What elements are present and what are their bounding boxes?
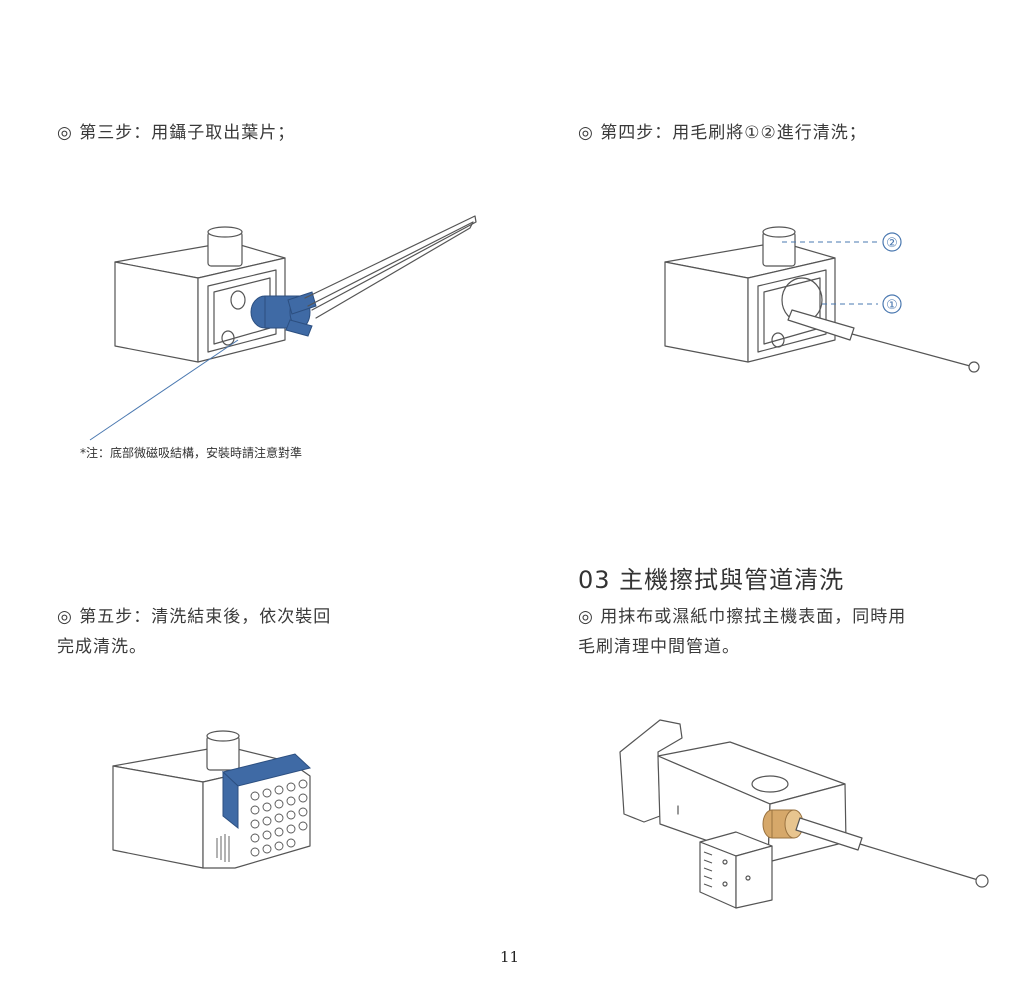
step5-illustration bbox=[112, 730, 312, 869]
step3-illustration bbox=[89, 215, 477, 441]
section03-illustration bbox=[619, 719, 989, 909]
step3-text: ◎ 第三步：用鑷子取出葉片； bbox=[57, 123, 296, 143]
section03-line1: ◎ 用抹布或濕紙巾擦拭主機表面，同時用 bbox=[578, 607, 907, 627]
step4-text: ◎ 第四步：用毛刷將①②進行清洗； bbox=[578, 123, 867, 143]
section03-line2: 毛刷清理中間管道。 bbox=[578, 637, 740, 657]
step5-line2: 完成清洗。 bbox=[57, 637, 147, 657]
callout-1: ① bbox=[886, 298, 898, 313]
section03-title: 03 主機擦拭與管道清洗 bbox=[578, 566, 845, 594]
callout-2: ② bbox=[886, 236, 898, 251]
step3-note: *注：底部微磁吸結構，安裝時請注意對準 bbox=[80, 446, 303, 460]
step5-line1: ◎ 第五步：清洗結束後，依次裝回 bbox=[57, 607, 332, 627]
page-number: 11 bbox=[500, 948, 520, 966]
step4-illustration: ② ① bbox=[664, 226, 980, 373]
